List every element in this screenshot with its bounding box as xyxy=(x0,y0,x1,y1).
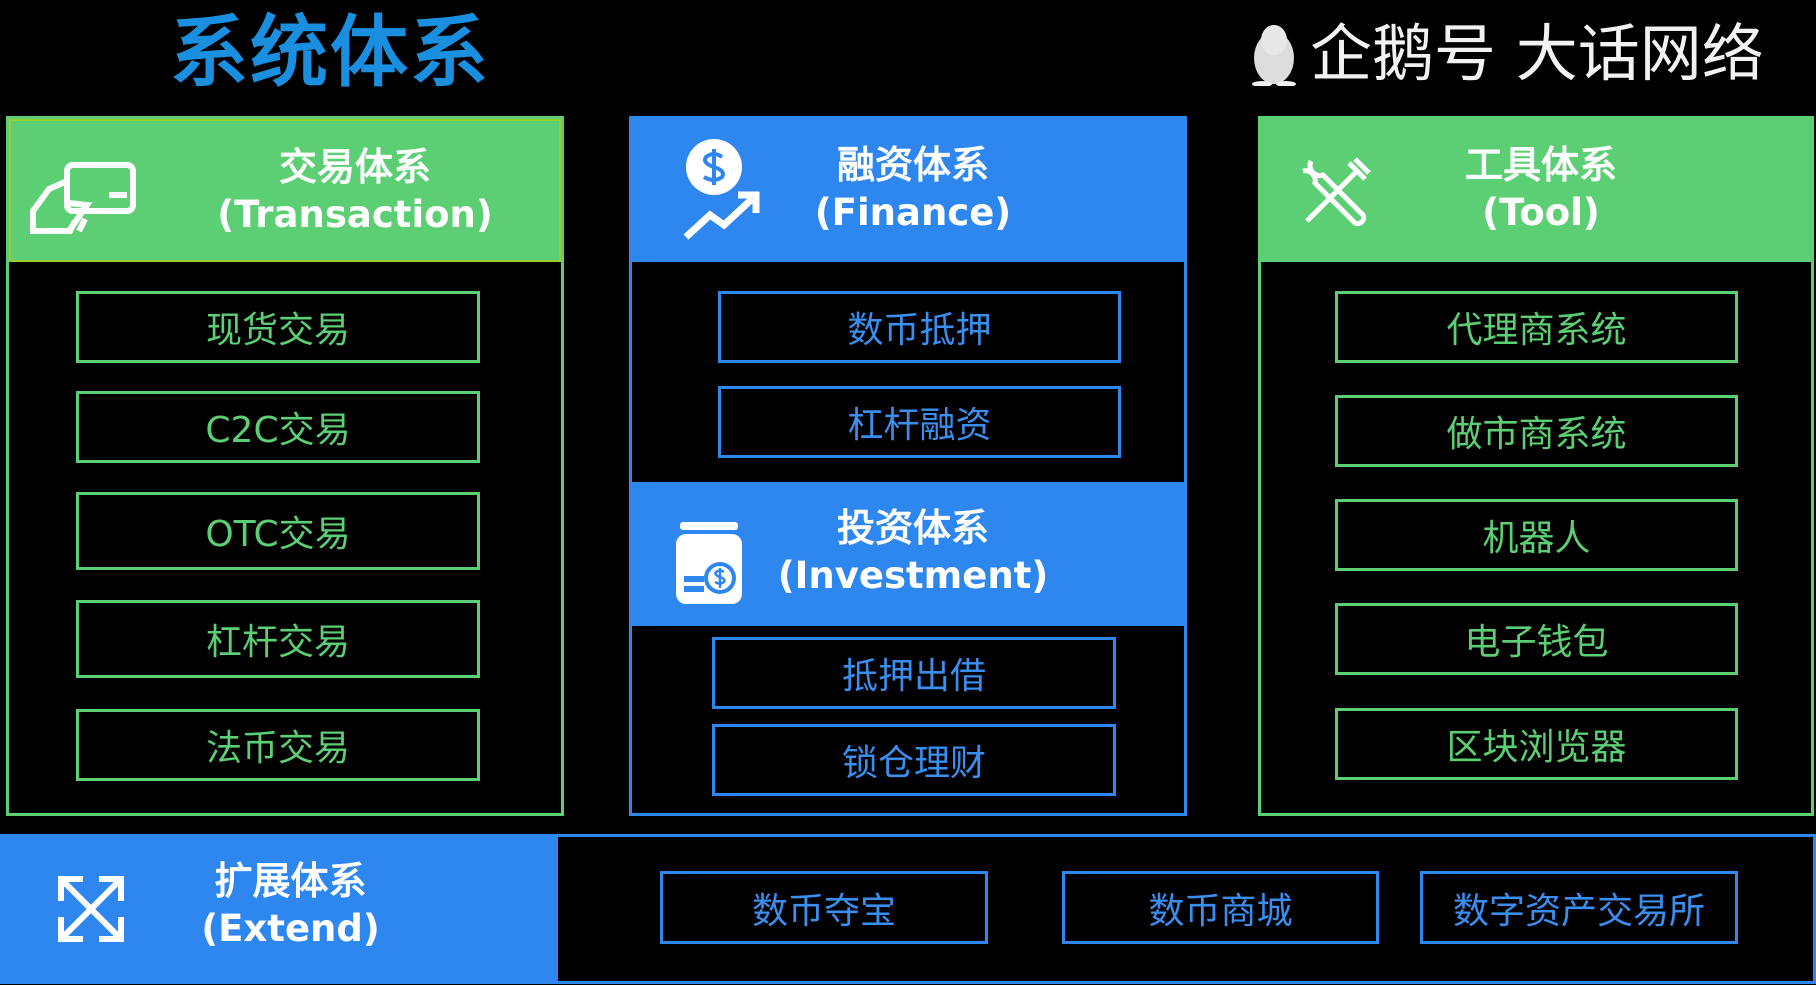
investment-title-en: (Investment) xyxy=(777,554,1049,597)
extend-header: 扩展体系 (Extend) xyxy=(3,837,558,981)
finance-title-zh: 融资体系 xyxy=(836,143,989,187)
extend-title-zh: 扩展体系 xyxy=(214,859,367,903)
list-item[interactable]: 现货交易 xyxy=(76,291,480,363)
list-item[interactable]: 数币夺宝 xyxy=(660,871,988,944)
list-item[interactable]: 区块浏览器 xyxy=(1335,708,1738,780)
list-item[interactable]: 做市商系统 xyxy=(1335,395,1738,467)
finance-header: 融资体系 (Finance) xyxy=(632,119,1184,262)
list-item[interactable]: 锁仓理财 xyxy=(712,724,1116,796)
list-item[interactable]: 法币交易 xyxy=(76,709,480,781)
extend-band: 扩展体系 (Extend) xyxy=(0,834,1816,984)
watermark-text: 企鹅号 大话网络 xyxy=(1310,17,1764,90)
tool-panel: 工具体系 (Tool) xyxy=(1258,116,1814,816)
dollar-growth-icon xyxy=(683,139,760,240)
list-item[interactable]: C2C交易 xyxy=(76,391,480,463)
list-item[interactable]: 数币商城 xyxy=(1062,871,1379,944)
page-title: 系统体系 xyxy=(169,8,490,98)
list-item[interactable]: 杠杆交易 xyxy=(76,600,480,678)
list-item[interactable]: 电子钱包 xyxy=(1335,603,1738,675)
coin-jar-icon xyxy=(676,522,742,604)
card-in-hand-icon xyxy=(30,162,136,235)
investment-title-zh: 投资体系 xyxy=(836,506,989,550)
investment-header: 投资体系 (Investment) xyxy=(632,482,1184,626)
transaction-panel: 交易体系 (Transaction) xyxy=(6,116,564,816)
tools-icon xyxy=(1302,157,1371,227)
list-item[interactable]: 抵押出借 xyxy=(712,637,1116,709)
list-item[interactable]: 数币抵押 xyxy=(718,291,1121,363)
tool-title-zh: 工具体系 xyxy=(1464,143,1617,187)
transaction-header: 交易体系 (Transaction) xyxy=(9,119,561,262)
tool-title-en: (Tool) xyxy=(1482,191,1600,234)
expand-arrows-icon xyxy=(58,876,124,942)
penguin-icon xyxy=(1252,25,1296,86)
extend-title-en: (Extend) xyxy=(201,907,380,950)
list-item[interactable]: 机器人 xyxy=(1335,499,1738,571)
watermark: 企鹅号 大话网络 xyxy=(1250,16,1764,92)
finance-panel: 融资体系 (Finance) 投资体系 (Investment) xyxy=(629,116,1187,816)
finance-title-en: (Finance) xyxy=(814,191,1012,234)
transaction-title-zh: 交易体系 xyxy=(278,145,431,189)
list-item[interactable]: 数字资产交易所 xyxy=(1420,871,1738,944)
list-item[interactable]: 杠杆融资 xyxy=(718,386,1121,458)
list-item[interactable]: OTC交易 xyxy=(76,492,480,570)
transaction-title-en: (Transaction) xyxy=(217,193,493,236)
list-item[interactable]: 代理商系统 xyxy=(1335,291,1738,363)
tool-header: 工具体系 (Tool) xyxy=(1261,119,1811,262)
